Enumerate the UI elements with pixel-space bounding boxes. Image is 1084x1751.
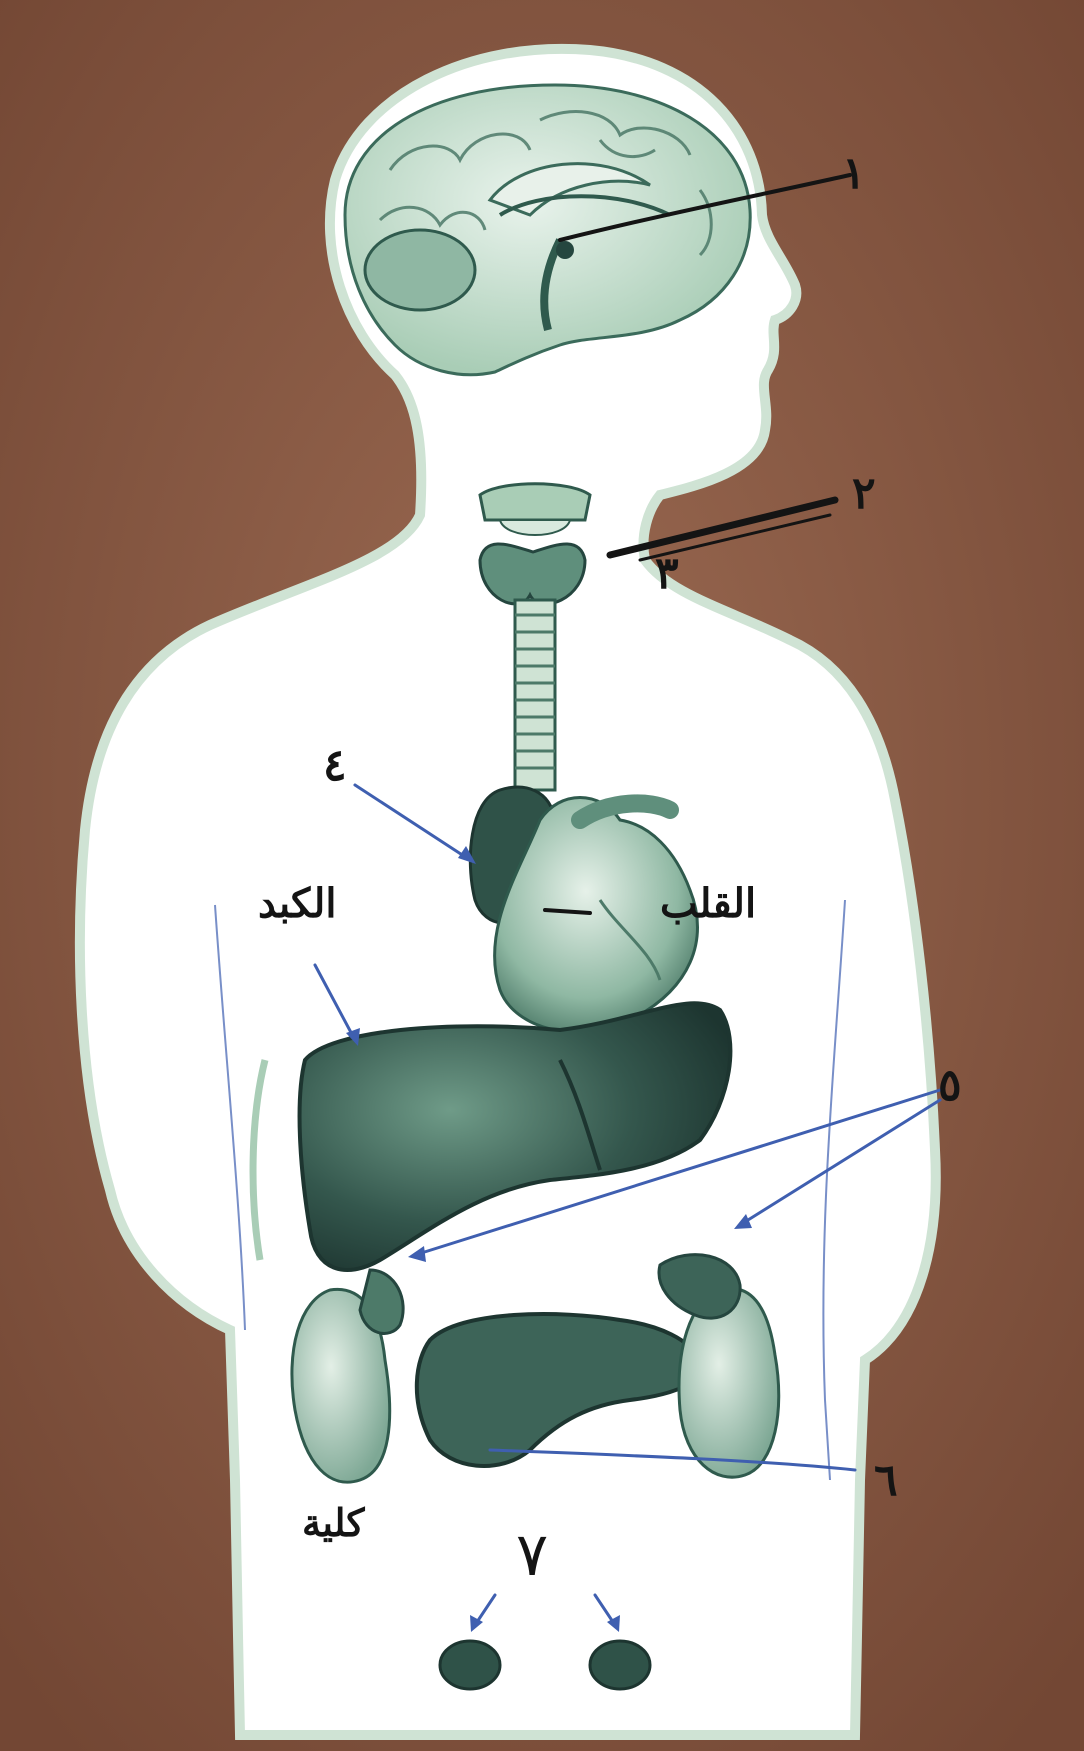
label-3-thyroid: ٣ [655,548,679,599]
label-4-thymus: ٤ [323,740,347,791]
trachea [515,600,555,790]
label-5-adrenal: ٥ [938,1060,962,1111]
right-gonad [590,1641,650,1689]
label-1-brain: ١ [842,148,866,199]
label-heart: القلب [660,880,756,927]
label-2: ٢ [852,468,876,519]
label-7-gonads: ٧ [516,1520,548,1590]
label-liver: الكبد [258,880,336,927]
label-6-pancreas: ٦ [874,1455,898,1506]
left-gonad [440,1641,500,1689]
label-kidney: كلية [302,1500,365,1545]
